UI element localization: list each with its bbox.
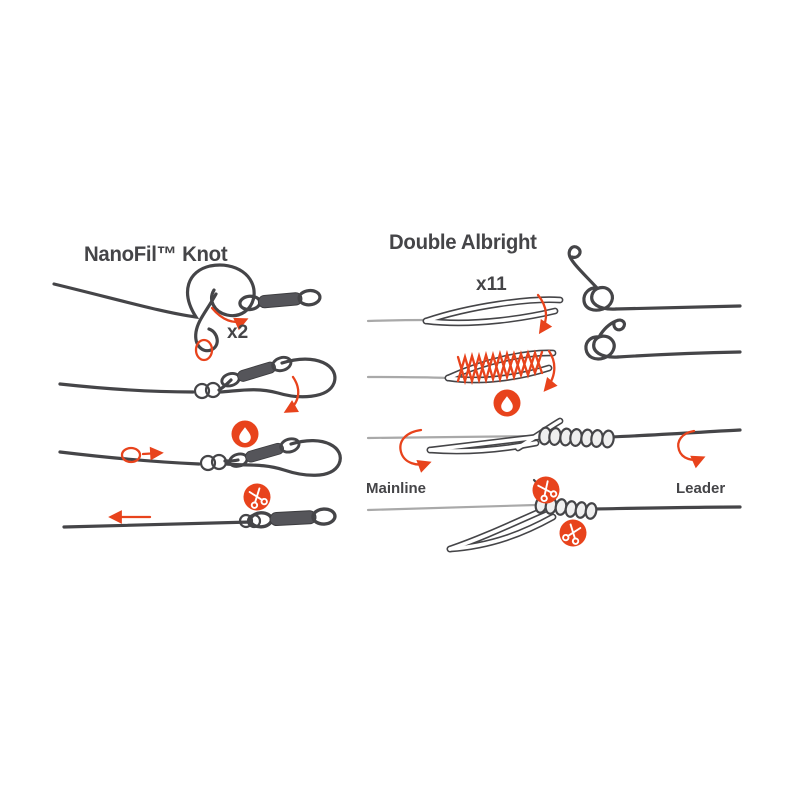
leader-wraps-hatch [456, 349, 544, 386]
mainline-label: Mainline [366, 480, 427, 497]
leader-path [614, 304, 742, 311]
highlight-circle [120, 446, 142, 464]
connector-path [223, 458, 240, 463]
leader-path [608, 428, 742, 439]
mainline-path [366, 503, 538, 512]
pull-arrow [283, 375, 300, 413]
leader-spiral-path [582, 285, 618, 312]
loop-tail-strand [448, 507, 548, 551]
droplet-icon [231, 420, 259, 448]
wrap-arrow [543, 349, 558, 392]
albright-step-2 [366, 318, 742, 417]
mainline-path [62, 520, 253, 529]
tag-end-loop-path [194, 292, 219, 353]
nanofil-title: NanoFil™ Knot [84, 243, 228, 266]
droplet-icon [493, 389, 521, 417]
albright-repeat-count: x11 [476, 274, 507, 295]
knot-turn [193, 382, 211, 400]
loop-path [218, 357, 337, 399]
nanofil-step-4 [62, 478, 338, 530]
mainline-path [58, 450, 201, 466]
mainline-path [58, 382, 195, 394]
albright-step-1 [366, 245, 742, 335]
doubled-mainline-top [424, 297, 562, 323]
mainline-strand [428, 435, 540, 452]
albright-step-4 [366, 471, 742, 553]
swivel-icon [248, 506, 338, 530]
leader-curl-path [567, 245, 599, 290]
leader-curl-path [597, 318, 627, 339]
wrap-arrow [536, 293, 553, 335]
nanofil-step-3 [58, 420, 342, 477]
mainline-path [366, 375, 450, 380]
tighten-arrow-right [677, 429, 706, 469]
swivel-icon [218, 353, 295, 390]
scissors-icon [238, 478, 276, 516]
loop-tail-strand [448, 515, 555, 551]
mainline-path [366, 318, 430, 323]
albright-title: Double Albright [389, 231, 537, 254]
leader-wraps-hatch [456, 349, 544, 386]
leader-spiral-path [584, 334, 620, 361]
albright-step-3 [366, 417, 742, 473]
leader-path [590, 505, 742, 511]
nanofil-step-2 [58, 353, 337, 413]
nanofil-step-1 [52, 263, 323, 362]
nanofil-repeat-count: x2 [227, 322, 249, 343]
leader-label: Leader [676, 480, 726, 497]
mainline-loop-path [52, 263, 256, 320]
leader-path [616, 350, 742, 359]
knot-turn [199, 454, 217, 472]
wrap-arrow [210, 306, 249, 331]
scissors-icon [554, 514, 592, 552]
slide-arrow [141, 446, 164, 461]
tighten-arrow-left [399, 428, 432, 473]
highlight-circle [194, 338, 214, 362]
loop-path [224, 439, 342, 477]
